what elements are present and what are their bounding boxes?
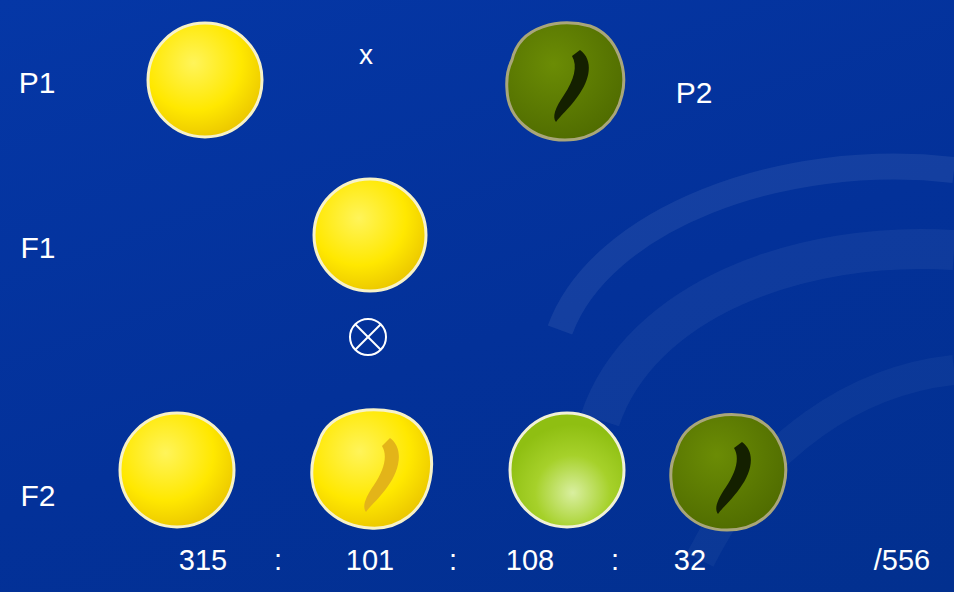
symbol-ring xyxy=(350,319,386,355)
generation-label: x xyxy=(359,41,373,69)
ratio-count: 315 xyxy=(179,546,227,575)
yellow-round-pea xyxy=(120,413,234,527)
symbol-cross xyxy=(355,324,381,350)
green-round-pea xyxy=(510,413,624,527)
ratio-count: 108 xyxy=(506,546,554,575)
ratio-count: : xyxy=(274,546,282,575)
yellow-round-pea xyxy=(314,179,426,291)
ratio-count: /556 xyxy=(874,546,930,575)
generation-label: P1 xyxy=(19,68,56,98)
yellow-wrinkled-pea xyxy=(312,410,432,528)
symbol-cross xyxy=(355,324,381,350)
green-wrinkled-pea xyxy=(671,415,786,530)
pea-body xyxy=(671,415,786,530)
background-swirl xyxy=(700,370,954,560)
self-cross-symbol xyxy=(350,319,386,355)
pea-body xyxy=(507,23,624,140)
pea-wrinkle xyxy=(554,50,589,122)
ratio-count: : xyxy=(611,546,619,575)
ratio-count: 32 xyxy=(674,546,706,575)
pea-wrinkle xyxy=(364,438,399,512)
generation-label: F1 xyxy=(20,233,55,263)
pea-body xyxy=(312,410,432,528)
generation-label: F2 xyxy=(20,481,55,511)
ratio-count: 101 xyxy=(346,546,394,575)
pea-wrinkle xyxy=(716,442,751,514)
green-wrinkled-pea xyxy=(507,23,624,140)
ratio-count: : xyxy=(449,546,457,575)
generation-label: P2 xyxy=(676,78,713,108)
yellow-round-pea xyxy=(148,23,262,137)
